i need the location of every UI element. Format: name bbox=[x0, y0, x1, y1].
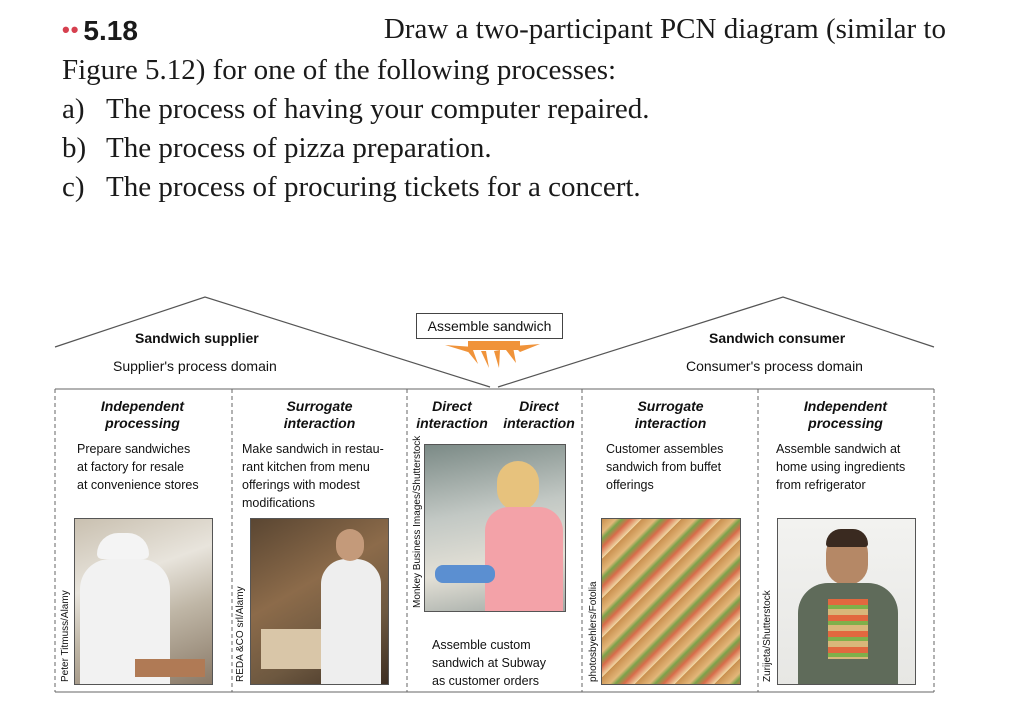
col2-photo-credit: REDA &CO srl/Alamy bbox=[235, 586, 246, 682]
problem-item-c: c)The process of procuring tickets for a… bbox=[62, 171, 641, 203]
consumer-title: Sandwich consumer bbox=[709, 330, 846, 346]
problem-line-1-text: Draw a two-participant PCN diagram (simi… bbox=[383, 13, 946, 45]
supplier-domain: Supplier's process domain bbox=[113, 358, 277, 374]
kitchen-photo bbox=[250, 518, 389, 685]
col5-text: Assemble sandwich at home using ingredie… bbox=[776, 442, 906, 492]
col4-text: Customer assembles sandwich from buffet … bbox=[606, 442, 724, 492]
col3-photo-credit: Monkey Business Images/Shutterstock bbox=[412, 435, 423, 608]
col4-photo-credit: photosbyehlers/Fotolia bbox=[588, 581, 599, 682]
col1-photo-credit: Peter Titmuss/Alamy bbox=[60, 590, 71, 682]
col5-head: Independent processing bbox=[803, 398, 888, 431]
supplier-title: Sandwich supplier bbox=[135, 330, 259, 346]
buffet-photo bbox=[601, 518, 741, 685]
home-photo bbox=[777, 518, 916, 685]
col1-head: Independent processing bbox=[100, 398, 185, 431]
problem-number: 5.18 bbox=[83, 15, 138, 46]
problem-statement: ••5.18 Draw a two-participant PCN diagra… bbox=[62, 10, 962, 207]
col5-photo-credit: Zurijeta/Shutterstock bbox=[762, 590, 773, 682]
col4-head: Surrogate interaction bbox=[634, 398, 707, 431]
col1-text: Prepare sandwiches at factory for resale… bbox=[77, 442, 199, 492]
problem-item-a: a)The process of having your computer re… bbox=[62, 93, 650, 125]
subway-photo bbox=[424, 444, 566, 612]
problem-item-b: b)The process of pizza preparation. bbox=[62, 132, 492, 164]
col3-text: Assemble custom sandwich at Subway as cu… bbox=[432, 638, 546, 688]
factory-photo bbox=[74, 518, 213, 685]
problem-line-1: ••5.18 Draw a two-participant PCN diagra… bbox=[62, 10, 946, 51]
consumer-domain: Consumer's process domain bbox=[686, 358, 863, 374]
col2-text: Make sandwich in restau- rant kitchen fr… bbox=[242, 442, 384, 510]
col2-head: Surrogate interaction bbox=[283, 398, 356, 431]
consumer-roof bbox=[497, 296, 935, 388]
col3-head-a: Direct interaction bbox=[416, 398, 488, 431]
supplier-roof bbox=[54, 296, 491, 388]
assemble-sandwich-box: Assemble sandwich bbox=[416, 313, 563, 339]
col3-head-b: Direct interaction bbox=[503, 398, 575, 431]
assemble-burst bbox=[445, 341, 540, 368]
problem-line-2: Figure 5.12) for one of the following pr… bbox=[62, 54, 617, 86]
difficulty-dots: •• bbox=[62, 17, 80, 42]
